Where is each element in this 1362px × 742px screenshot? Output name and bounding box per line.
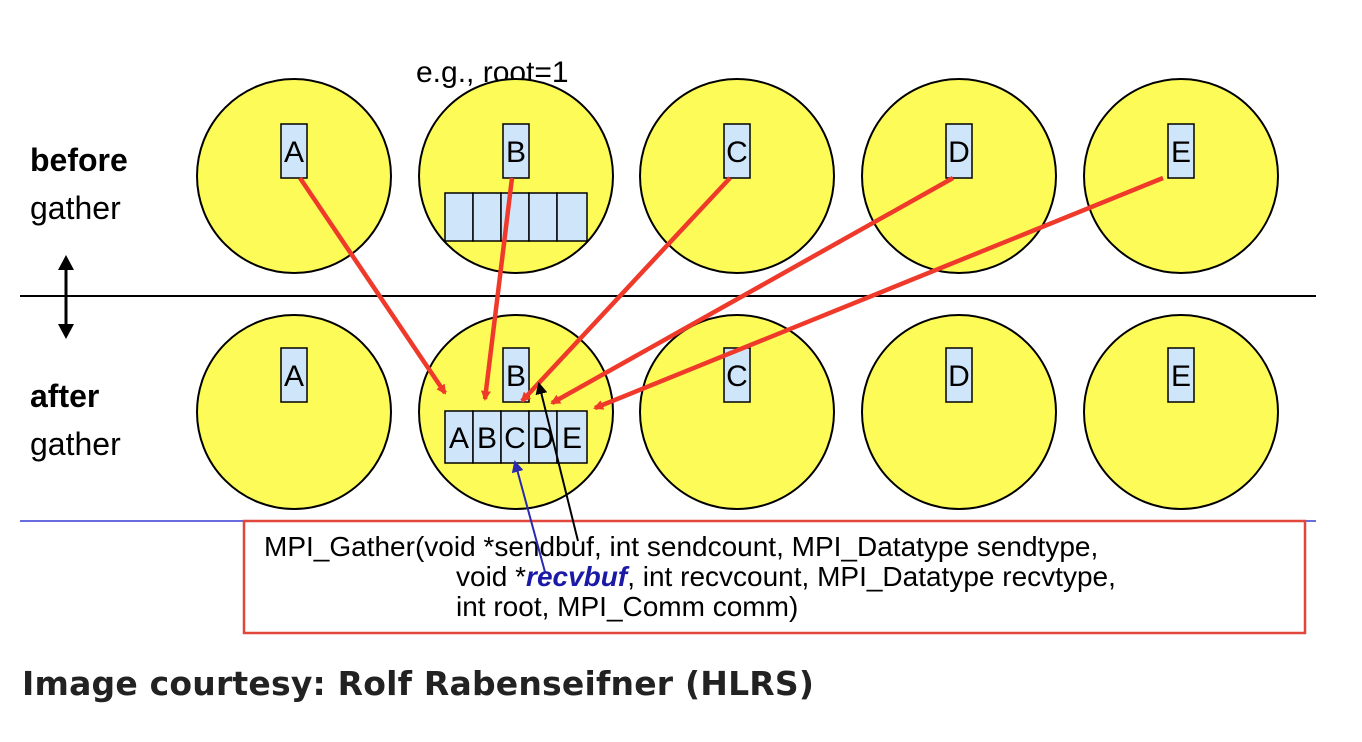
gather-arrow-a bbox=[298, 176, 447, 395]
image-caption: Image courtesy: Rolf Rabenseifner (HLRS) bbox=[22, 664, 815, 703]
before-label-plain: gather bbox=[30, 190, 121, 226]
process-after-1: B A B C D E bbox=[418, 314, 614, 510]
process-before-0: A bbox=[196, 78, 392, 274]
cell-label: B bbox=[506, 360, 526, 393]
buffer-cell: C bbox=[504, 422, 526, 455]
cell-label: A bbox=[284, 360, 304, 393]
signature-line-2: void *recvbuf, int recvcount, MPI_Dataty… bbox=[456, 561, 1116, 592]
process-after-0: A bbox=[196, 314, 392, 510]
signature-line-2-post: , int recvcount, MPI_Datatype recvtype, bbox=[627, 561, 1116, 592]
gather-arrow-c bbox=[520, 176, 732, 403]
cell-label: B bbox=[506, 136, 526, 169]
process-before-3: D bbox=[861, 78, 1057, 274]
buffer-cell: D bbox=[532, 422, 554, 455]
cell-label: C bbox=[726, 360, 748, 393]
buffer-cell: A bbox=[449, 422, 469, 455]
cell-label: A bbox=[284, 136, 304, 169]
cell-label: D bbox=[948, 360, 970, 393]
after-label-plain: gather bbox=[30, 426, 121, 462]
after-label-bold: after bbox=[30, 378, 99, 414]
recvbuf-param: recvbuf bbox=[526, 561, 630, 592]
gather-arrow-e bbox=[593, 175, 1164, 411]
process-after-4: E bbox=[1083, 314, 1279, 510]
signature-line-1: MPI_Gather(void *sendbuf, int sendcount,… bbox=[264, 531, 1098, 562]
empty-recv-buffer bbox=[444, 192, 588, 242]
gather-arrow-b bbox=[481, 177, 515, 401]
cell-label: E bbox=[1171, 360, 1191, 393]
process-before-1: B bbox=[418, 78, 614, 274]
signature-box bbox=[242, 519, 1307, 635]
signature-line-3: int root, MPI_Comm comm) bbox=[456, 591, 798, 622]
gather-arrow-d bbox=[550, 176, 955, 405]
buffer-cell: B bbox=[477, 422, 497, 455]
cell-label: C bbox=[726, 136, 748, 169]
sendbuf-pointer-arrow bbox=[535, 382, 579, 542]
buffer-cell: E bbox=[562, 422, 582, 455]
cell-label: E bbox=[1171, 136, 1191, 169]
process-after-2: C bbox=[639, 314, 835, 510]
cell-label: D bbox=[948, 136, 970, 169]
recvbuf-pointer-arrow bbox=[511, 460, 546, 573]
signature-line-2-pre: void * bbox=[456, 561, 526, 592]
process-after-3: D bbox=[861, 314, 1057, 510]
gathered-recv-buffer: A B C D E bbox=[444, 410, 588, 464]
process-before-4: E bbox=[1083, 78, 1279, 274]
before-label-bold: before bbox=[30, 142, 128, 178]
